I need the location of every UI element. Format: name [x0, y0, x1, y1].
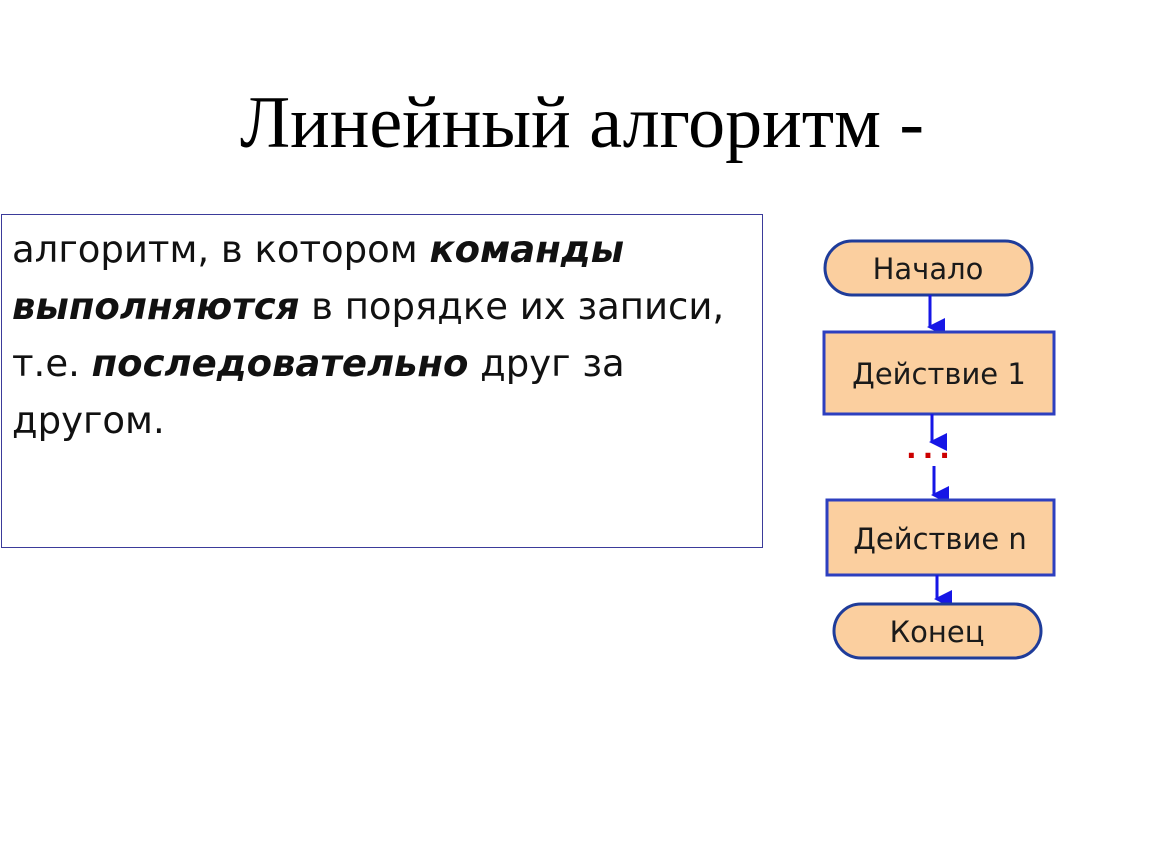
definition-emphasis-sequential: последовательно: [91, 342, 469, 385]
end-terminal: [832, 602, 1043, 660]
actionN-label: Действие n: [853, 522, 1027, 556]
start-label: Начало: [873, 252, 984, 286]
definition-text-1: алгоритм, в котором: [12, 228, 430, 271]
action1-box: [822, 330, 1056, 416]
actionN-box: [825, 498, 1056, 577]
slide-title: Линейный алгоритм -: [239, 82, 925, 164]
ellipsis-marker: ...: [906, 432, 956, 465]
definition-emphasis-commands: команды выполняются: [12, 228, 625, 328]
definition-text-2: в порядке их записи, т.е.: [12, 285, 725, 385]
end-label: Конец: [890, 615, 985, 649]
action1-label: Действие 1: [852, 357, 1026, 391]
definition-text-3: друг за другом.: [12, 342, 625, 442]
definition-box: алгоритм, в котором команды выполняются …: [1, 214, 763, 548]
